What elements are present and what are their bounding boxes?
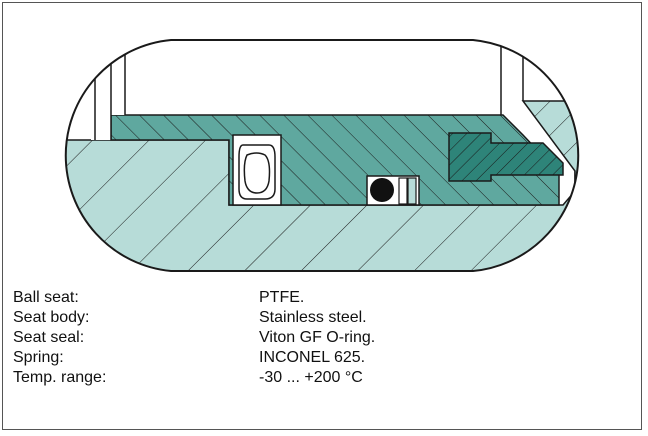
spec-row-spring: Spring: INCONEL 625. — [3, 348, 643, 368]
spec-value: -30 ... +200 °C — [259, 369, 363, 386]
spec-value: INCONEL 625. — [259, 349, 366, 366]
spec-value: Viton GF O-ring. — [259, 329, 376, 346]
spec-label: Temp. range: — [13, 369, 107, 386]
right-body-section — [521, 100, 579, 194]
spec-row-ball-seat: Ball seat: PTFE. — [3, 288, 643, 308]
spec-label: Spring: — [13, 349, 64, 366]
spec-row-seat-seal: Seat seal: Viton GF O-ring. — [3, 328, 643, 348]
spec-label: Seat seal: — [13, 329, 85, 346]
section-outline — [64, 39, 580, 272]
figure-frame: Ball seat: PTFE. Seat body: Stainless st… — [2, 2, 642, 430]
seat-body-section — [110, 114, 560, 206]
spec-value: PTFE. — [259, 289, 305, 306]
spec-row-seat-body: Seat body: Stainless steel. — [3, 308, 643, 328]
spec-label: Ball seat: — [13, 289, 79, 306]
oring-backup-ring-2 — [407, 177, 417, 205]
spring-insert-section — [448, 132, 564, 182]
spec-label: Seat body: — [13, 309, 90, 326]
oring-backup-ring-1 — [398, 177, 408, 205]
spec-row-temp-range: Temp. range: -30 ... +200 °C — [3, 368, 643, 388]
valve-seat-cross-section — [64, 39, 580, 272]
cross-section-content — [65, 40, 579, 271]
ball-seat-inner — [243, 152, 271, 194]
oring-seal — [370, 178, 394, 202]
spec-value: Stainless steel. — [259, 309, 367, 326]
